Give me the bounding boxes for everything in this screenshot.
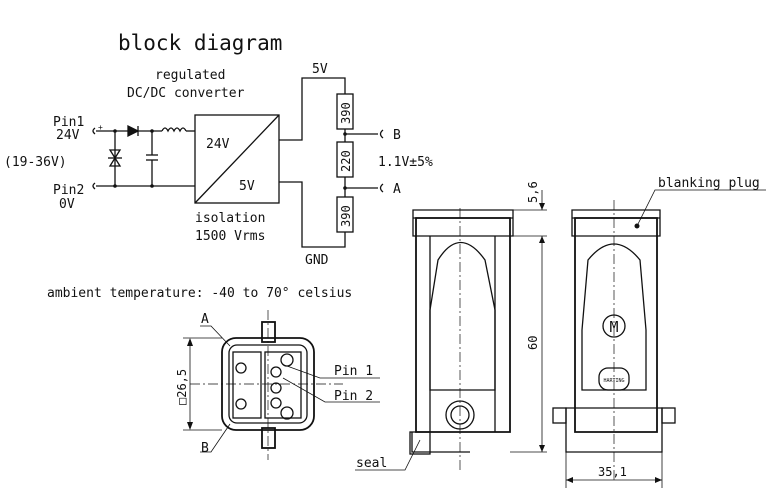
output-circuit xyxy=(279,77,384,248)
isolation-label: isolation xyxy=(195,211,265,226)
dc-dc-converter: 24V 5V xyxy=(194,114,280,204)
resistor-bottom-body xyxy=(336,196,354,233)
logo-letter: M xyxy=(609,318,618,336)
rail-gnd-label: GND xyxy=(305,253,329,268)
output-a-label: A xyxy=(393,182,401,197)
input-circuit xyxy=(96,124,195,188)
pin1-connector-symbol xyxy=(92,127,96,135)
seal-callout: seal xyxy=(356,456,387,471)
side-view: 5,6 60 seal xyxy=(355,181,547,471)
logo-ring xyxy=(602,314,626,338)
resistor-mid-value: 220 xyxy=(339,150,353,172)
input-pin1-label: Pin1 xyxy=(53,115,84,130)
resistor-top-value: 390 xyxy=(339,102,353,124)
brand-badge xyxy=(598,367,630,391)
isolation-voltage: 1500 Vrms xyxy=(195,229,265,244)
front-label-b: B xyxy=(201,441,209,456)
converter-label-line1: regulated xyxy=(155,68,225,83)
pin1-callout: Pin 1 xyxy=(334,364,373,379)
side-top-dimension: 5,6 xyxy=(526,181,540,203)
pin2-connector-symbol xyxy=(92,182,96,190)
blanking-plug-callout: blanking plug xyxy=(658,176,760,191)
ambient-temperature-note: ambient temperature: -40 to 70° celsius xyxy=(47,286,352,301)
output-b-label: B xyxy=(393,128,401,143)
converter-label-line2: DC/DC converter xyxy=(127,86,245,101)
plus-mark: + xyxy=(98,123,103,132)
resistor-bottom-value: 390 xyxy=(339,205,353,227)
rail-5v-label: 5V xyxy=(312,62,328,77)
input-pin1-voltage: 24V xyxy=(56,128,80,143)
converter-output-voltage: 5V xyxy=(239,179,255,194)
input-pin2-voltage: 0V xyxy=(59,197,75,212)
rear-view: M HARTING 35,1 blanking plug xyxy=(552,176,766,488)
output-a-connector-symbol xyxy=(379,183,384,193)
pin2-callout: Pin 2 xyxy=(334,389,373,404)
side-height-dimension: 60 xyxy=(526,336,540,350)
input-range: (19-36V) xyxy=(4,155,67,170)
brand-label: HARTING xyxy=(603,378,624,384)
front-view: □26,5 A B Pin 1 Pin 2 xyxy=(175,310,380,460)
output-voltage-label: 1.1V±5% xyxy=(378,155,433,170)
block-diagram-title: block diagram xyxy=(118,31,282,55)
output-b-connector-symbol xyxy=(379,129,384,139)
converter-input-voltage: 24V xyxy=(206,137,230,152)
front-width-dimension: □26,5 xyxy=(175,369,189,405)
front-label-a: A xyxy=(201,312,209,327)
rear-width-dimension: 35,1 xyxy=(598,465,627,479)
block-diagram: block diagram regulated DC/DC converter … xyxy=(4,31,433,268)
input-pin2-label: Pin2 xyxy=(53,183,84,198)
